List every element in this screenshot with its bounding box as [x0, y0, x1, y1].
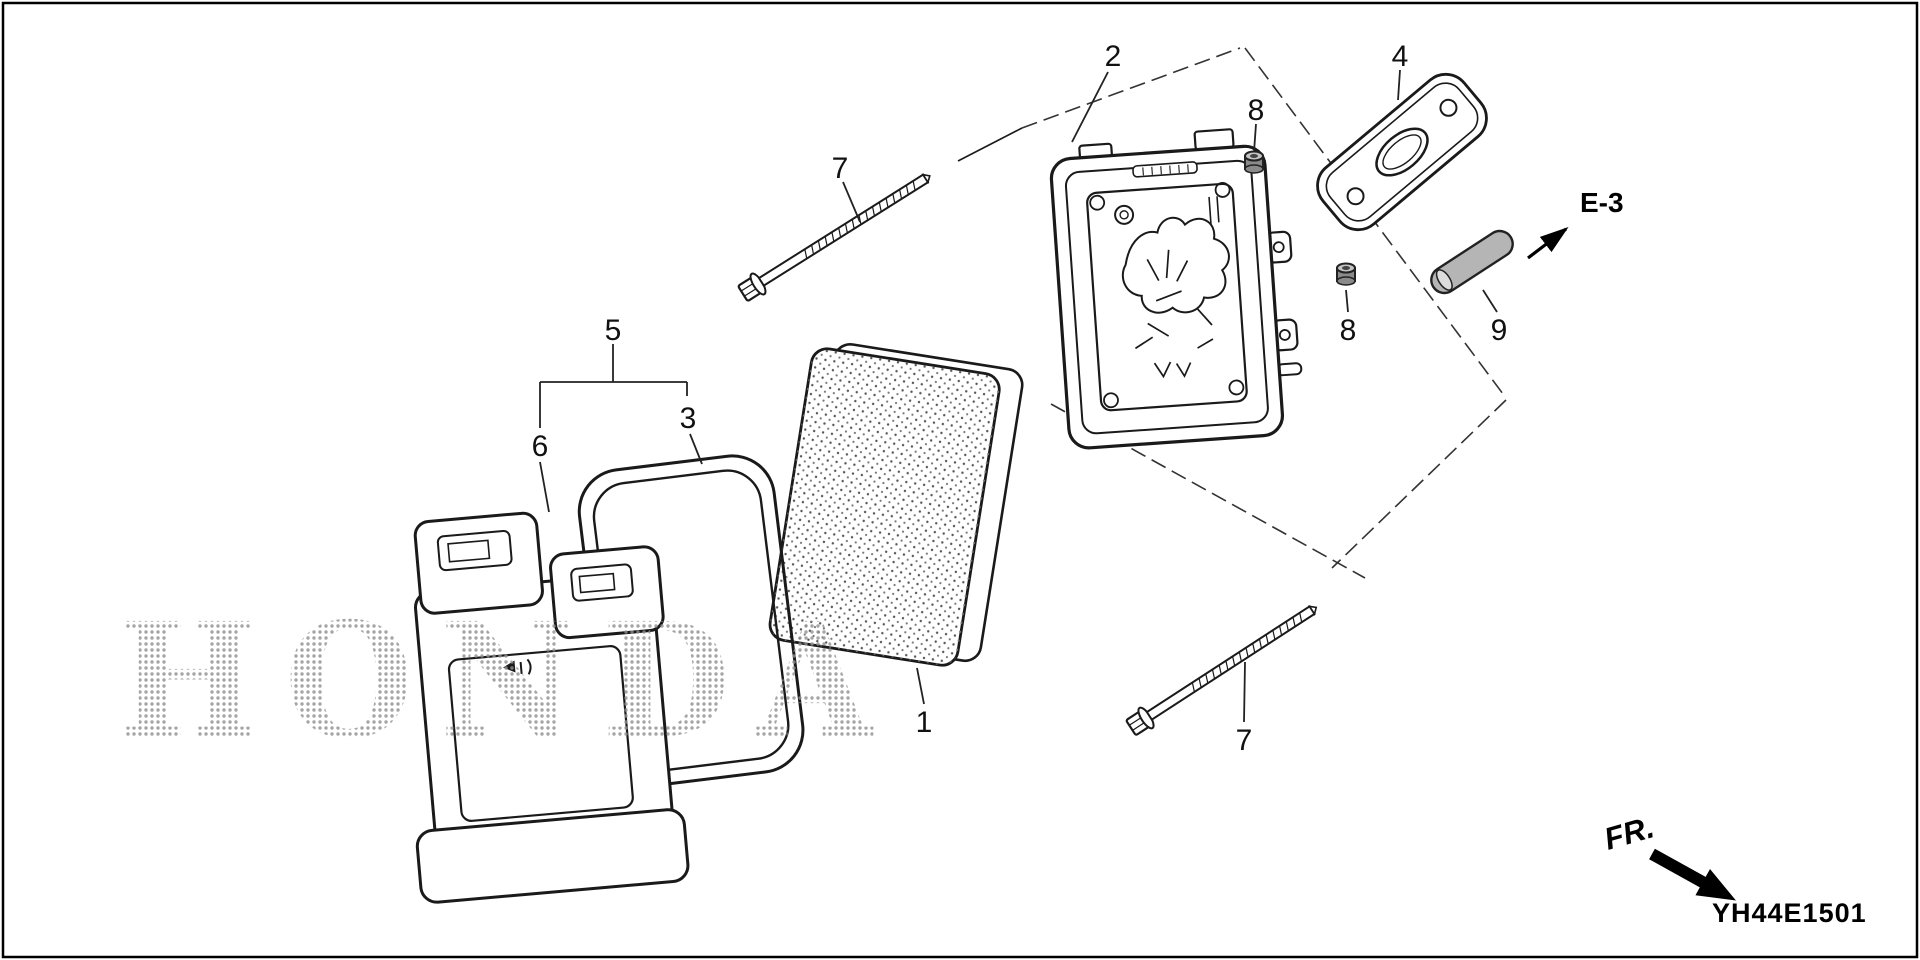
- lug-hole: [1278, 329, 1291, 341]
- callout-8-lower: 8: [1340, 314, 1357, 347]
- plate-inner-outline: [1325, 82, 1479, 222]
- callout-5: 5: [605, 314, 622, 347]
- cover-clip-right-detail: [578, 572, 616, 594]
- plate-bolt-hole: [1439, 98, 1458, 117]
- plate-bore: [1375, 127, 1429, 177]
- collar-nut-upper: [1244, 150, 1264, 174]
- e3-arrow: [1527, 227, 1569, 260]
- vent-slot-hatch: [1142, 164, 1189, 176]
- fr-arrow: [1649, 848, 1736, 901]
- leader-4: [1397, 69, 1401, 101]
- callout-3: 3: [680, 402, 697, 435]
- case-molded-ribs: [1134, 249, 1214, 379]
- case-rib-lines: [1208, 196, 1220, 225]
- case-boss-hole: [1119, 210, 1129, 220]
- cover-bottom-flange: [415, 808, 690, 904]
- callout-9: 9: [1491, 314, 1508, 347]
- leader-lines: [539, 69, 1498, 723]
- breather-tube: [1430, 229, 1514, 295]
- leader-2: [1071, 71, 1109, 143]
- tube-end: [1435, 269, 1453, 291]
- plate-bolt-hole: [1346, 187, 1365, 206]
- case-vent-slot: [1132, 161, 1198, 178]
- case-inner-panel: [1086, 182, 1248, 412]
- cover-recessed-panel: [447, 645, 634, 822]
- cover-clip-left-detail: [447, 539, 491, 563]
- leader-9: [1482, 289, 1498, 313]
- leader-3: [689, 433, 703, 465]
- callout-6: 6: [532, 430, 549, 463]
- case-boss: [1114, 204, 1135, 225]
- axis-line: [957, 127, 1023, 162]
- diagram-code: YH44E1501: [1712, 898, 1867, 928]
- filter-foam-texture: [770, 348, 1000, 666]
- leader-1: [916, 667, 925, 705]
- callout-1: 1: [916, 706, 933, 739]
- air-filter-element: [768, 343, 1024, 667]
- plate-outline: [1316, 72, 1488, 232]
- air-cleaner-case: [1049, 128, 1303, 450]
- corner-boss: [1228, 379, 1245, 396]
- callout-8-upper: 8: [1248, 94, 1265, 127]
- assembly-axis-line: [1021, 47, 1241, 129]
- leader-6: [539, 461, 550, 513]
- leader-7-lower: [1243, 661, 1246, 723]
- honda-watermark: HONDA: [118, 589, 898, 774]
- tube-body: [1430, 229, 1514, 295]
- callout-2: 2: [1105, 40, 1122, 73]
- leader-8-lower: [1345, 289, 1349, 313]
- lug-hole: [1272, 241, 1285, 254]
- corner-boss: [1089, 194, 1106, 211]
- cover-clip-left: [436, 529, 513, 572]
- leader-8-upper: [1253, 123, 1257, 153]
- e3-label: E-3: [1580, 187, 1624, 218]
- air-cleaner-cover: [413, 511, 690, 904]
- leader-7-upper: [842, 181, 861, 223]
- assembly-axis-line: [1331, 399, 1507, 569]
- callout-7-upper: 7: [832, 152, 849, 185]
- collar-nut-lower: [1336, 262, 1356, 286]
- callout-4: 4: [1392, 40, 1409, 73]
- callout-7-lower: 7: [1236, 724, 1253, 757]
- section-reference-e3: E-3: [1527, 187, 1624, 260]
- corner-boss: [1214, 182, 1231, 198]
- carburetor-gasket-plate: [1316, 72, 1488, 232]
- case-molded-pocket: [1121, 216, 1230, 314]
- cover-mold-mark: [519, 658, 532, 675]
- corner-boss: [1103, 392, 1119, 409]
- cover-mold-arrow: [503, 660, 516, 673]
- leader-5-bracket: [539, 344, 688, 428]
- plate-bore-inner: [1382, 134, 1422, 170]
